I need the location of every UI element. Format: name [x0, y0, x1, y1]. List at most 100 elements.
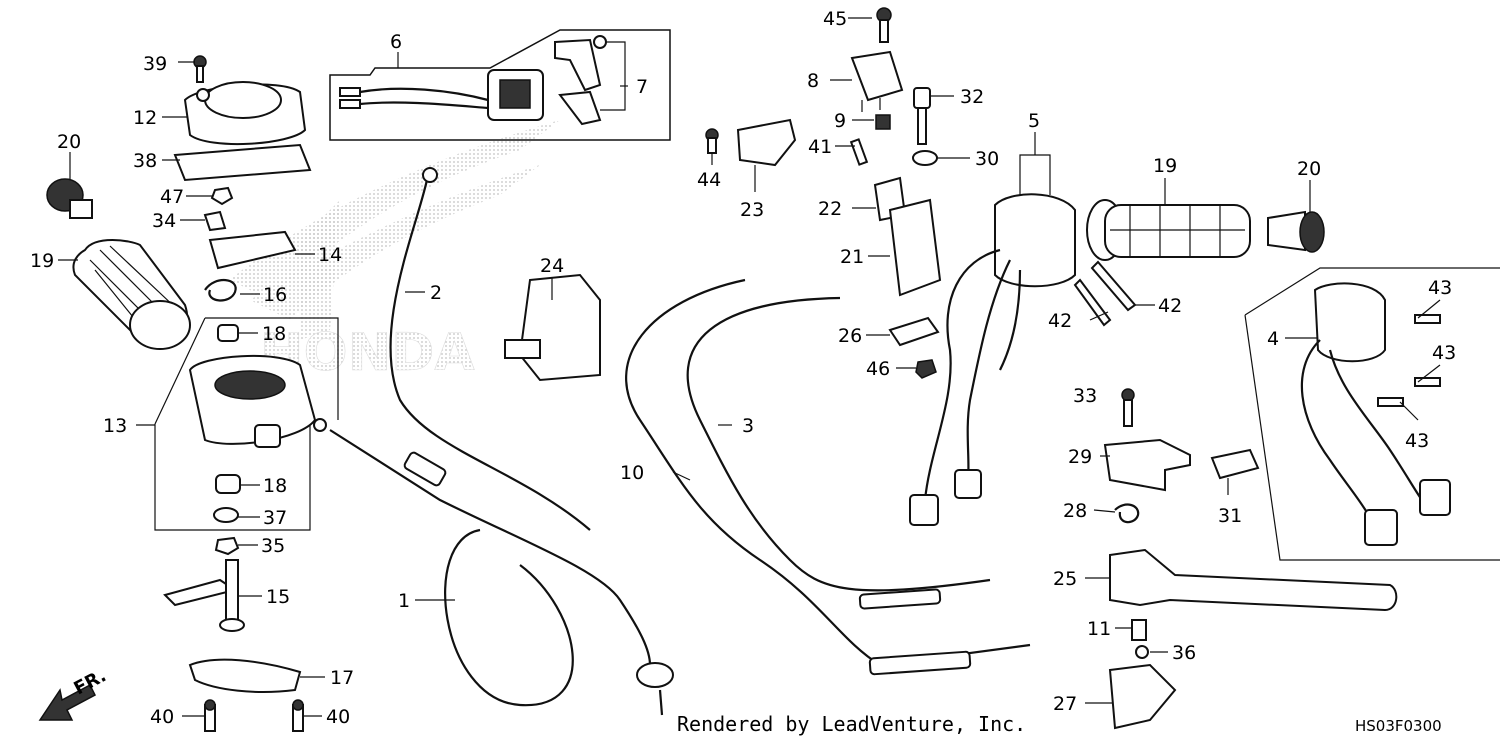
part-47-nut	[210, 186, 234, 206]
part-33-screw	[1121, 388, 1135, 427]
callout-7: 7	[636, 76, 648, 98]
callout-37: 37	[263, 507, 287, 529]
part-18-bushing-top	[217, 324, 239, 342]
callout-43-middle: 43	[1432, 342, 1456, 364]
part-27-holder	[1108, 663, 1177, 730]
callout-6: 6	[390, 31, 402, 53]
part-40-bolts	[204, 699, 304, 732]
callout-26: 26	[838, 325, 862, 347]
part-6-switch	[339, 69, 544, 121]
callout-34: 34	[152, 210, 176, 232]
part-19-left-grip	[72, 239, 191, 350]
part-20-left-end	[46, 178, 93, 219]
part-15-throttle-lever	[163, 559, 245, 632]
leader-lines	[58, 17, 1441, 717]
callout-12: 12	[133, 107, 157, 129]
part-2-throttle-cable	[389, 174, 591, 531]
honda-wing-watermark: HONDA	[230, 120, 560, 383]
callout-18-top: 18	[262, 323, 286, 345]
callout-42-left: 42	[1048, 310, 1072, 332]
part-23-bracket	[736, 118, 797, 167]
callout-3: 3	[742, 415, 754, 437]
callout-33: 33	[1073, 385, 1097, 407]
part-17-bracket	[188, 658, 302, 693]
callout-44: 44	[697, 169, 721, 191]
part-45-screw	[876, 7, 892, 43]
callout-22: 22	[818, 198, 842, 220]
part-14-plate	[208, 230, 297, 270]
callout-23: 23	[740, 199, 764, 221]
part-41-screw	[849, 138, 869, 166]
part-3-cable	[686, 296, 991, 592]
part-34-clip	[203, 210, 227, 232]
part-36-ball	[1135, 645, 1149, 659]
callout-32: 32	[960, 86, 984, 108]
callout-8: 8	[807, 70, 819, 92]
part-8-relay	[850, 50, 904, 112]
group-box-6	[329, 29, 671, 141]
group-box-4	[1244, 267, 1500, 561]
part-37-washer	[213, 507, 239, 523]
callout-15: 15	[266, 586, 290, 608]
part-25-brake-lever	[1109, 548, 1398, 612]
callout-35: 35	[261, 535, 285, 557]
callout-13: 13	[103, 415, 127, 437]
callout-14: 14	[318, 244, 342, 266]
callout-11: 11	[1087, 618, 1111, 640]
callout-47: 47	[160, 186, 184, 208]
callout-2: 2	[430, 282, 442, 304]
credit-text: Rendered by LeadVenture, Inc.	[677, 712, 1026, 736]
callout-20-left: 20	[57, 131, 81, 153]
front-direction-arrow: FR.	[38, 665, 110, 721]
callout-19-left: 19	[30, 250, 54, 272]
part-5-switch-assembly	[909, 193, 1076, 526]
callout-18-bottom: 18	[263, 475, 287, 497]
callout-45: 45	[823, 8, 847, 30]
callout-28: 28	[1063, 500, 1087, 522]
part-31-key	[1210, 448, 1260, 480]
callout-24: 24	[540, 255, 564, 277]
group-box-13	[154, 317, 339, 531]
callout-42-right: 42	[1158, 295, 1182, 317]
part-1-choke-cable	[329, 429, 674, 716]
part-32-bolt	[913, 87, 931, 145]
callout-17: 17	[330, 667, 354, 689]
part-21-holder	[888, 198, 942, 297]
callout-31: 31	[1218, 505, 1242, 527]
callout-4: 4	[1267, 328, 1279, 350]
part-46-nut	[915, 359, 937, 379]
callout-41: 41	[808, 136, 832, 158]
part-4-switch-assembly	[1300, 282, 1451, 546]
part-20-right-end	[1267, 210, 1325, 253]
callout-5: 5	[1028, 110, 1040, 132]
part-42-screws	[1073, 260, 1137, 327]
callout-labels: 39 12 38 47 34 20 19 14 16 18 13 18 37 3…	[30, 8, 1456, 728]
callout-21: 21	[840, 246, 864, 268]
callout-40-right: 40	[326, 706, 350, 728]
part-29-switch	[1103, 438, 1191, 492]
callout-29: 29	[1068, 446, 1092, 468]
part-44-screw	[705, 128, 719, 154]
part-28-spring	[1114, 503, 1140, 524]
callout-27: 27	[1053, 693, 1077, 715]
callout-25: 25	[1053, 568, 1077, 590]
callout-1: 1	[398, 590, 410, 612]
callout-43-bottom: 43	[1405, 430, 1429, 452]
part-38-gasket	[173, 143, 312, 182]
callout-30: 30	[975, 148, 999, 170]
callout-20-right: 20	[1297, 158, 1321, 180]
part-35-nut	[214, 536, 240, 556]
part-26-clamp	[888, 316, 940, 347]
callout-16: 16	[263, 284, 287, 306]
part-18-bushing-bottom	[215, 474, 241, 494]
part-24-relay	[504, 273, 601, 382]
part-39-screw	[193, 55, 207, 83]
callout-39: 39	[143, 53, 167, 75]
part-30-grommet	[912, 150, 938, 166]
callout-19-right: 19	[1153, 155, 1177, 177]
callout-46: 46	[866, 358, 890, 380]
callout-9: 9	[834, 110, 846, 132]
callout-10: 10	[620, 462, 644, 484]
diagram-code: HS03F0300	[1355, 717, 1442, 735]
